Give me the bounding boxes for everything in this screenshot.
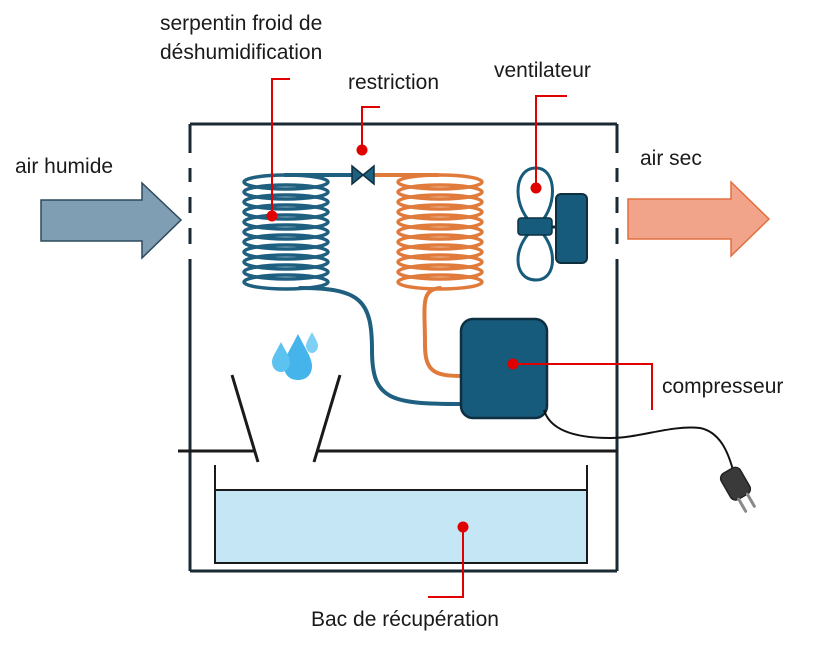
dry-air-arrow: [627, 180, 771, 258]
fan-motor: [555, 193, 588, 264]
power-cable: [543, 409, 734, 471]
leader-lines: [271, 78, 653, 598]
label-compressor: compresseur: [662, 375, 784, 398]
water-drops-icon: [272, 332, 318, 380]
label-fan: ventilateur: [494, 59, 591, 82]
compressor-unit: [459, 317, 549, 420]
cold-coil: [242, 173, 330, 291]
humid-air-arrow: [40, 181, 183, 260]
label-dry-air: air sec: [640, 147, 702, 170]
fan-icon: [516, 166, 588, 282]
housing: [188, 122, 619, 573]
drip-funnel: [230, 374, 342, 463]
label-tank: Bac de récupération: [311, 608, 499, 631]
label-restriction: restriction: [348, 71, 440, 94]
expansion-valve-icon: [351, 164, 375, 186]
collection-tank: [214, 489, 588, 564]
label-humid-air: air humide: [15, 155, 114, 178]
label-cold-coil-line1: serpentin froid de: [160, 12, 323, 35]
label-cold-coil-line2: déshumidification: [160, 41, 323, 64]
hot-coil: [396, 173, 484, 291]
leader-dots: [266, 144, 542, 533]
power-plug-icon: [719, 466, 756, 513]
